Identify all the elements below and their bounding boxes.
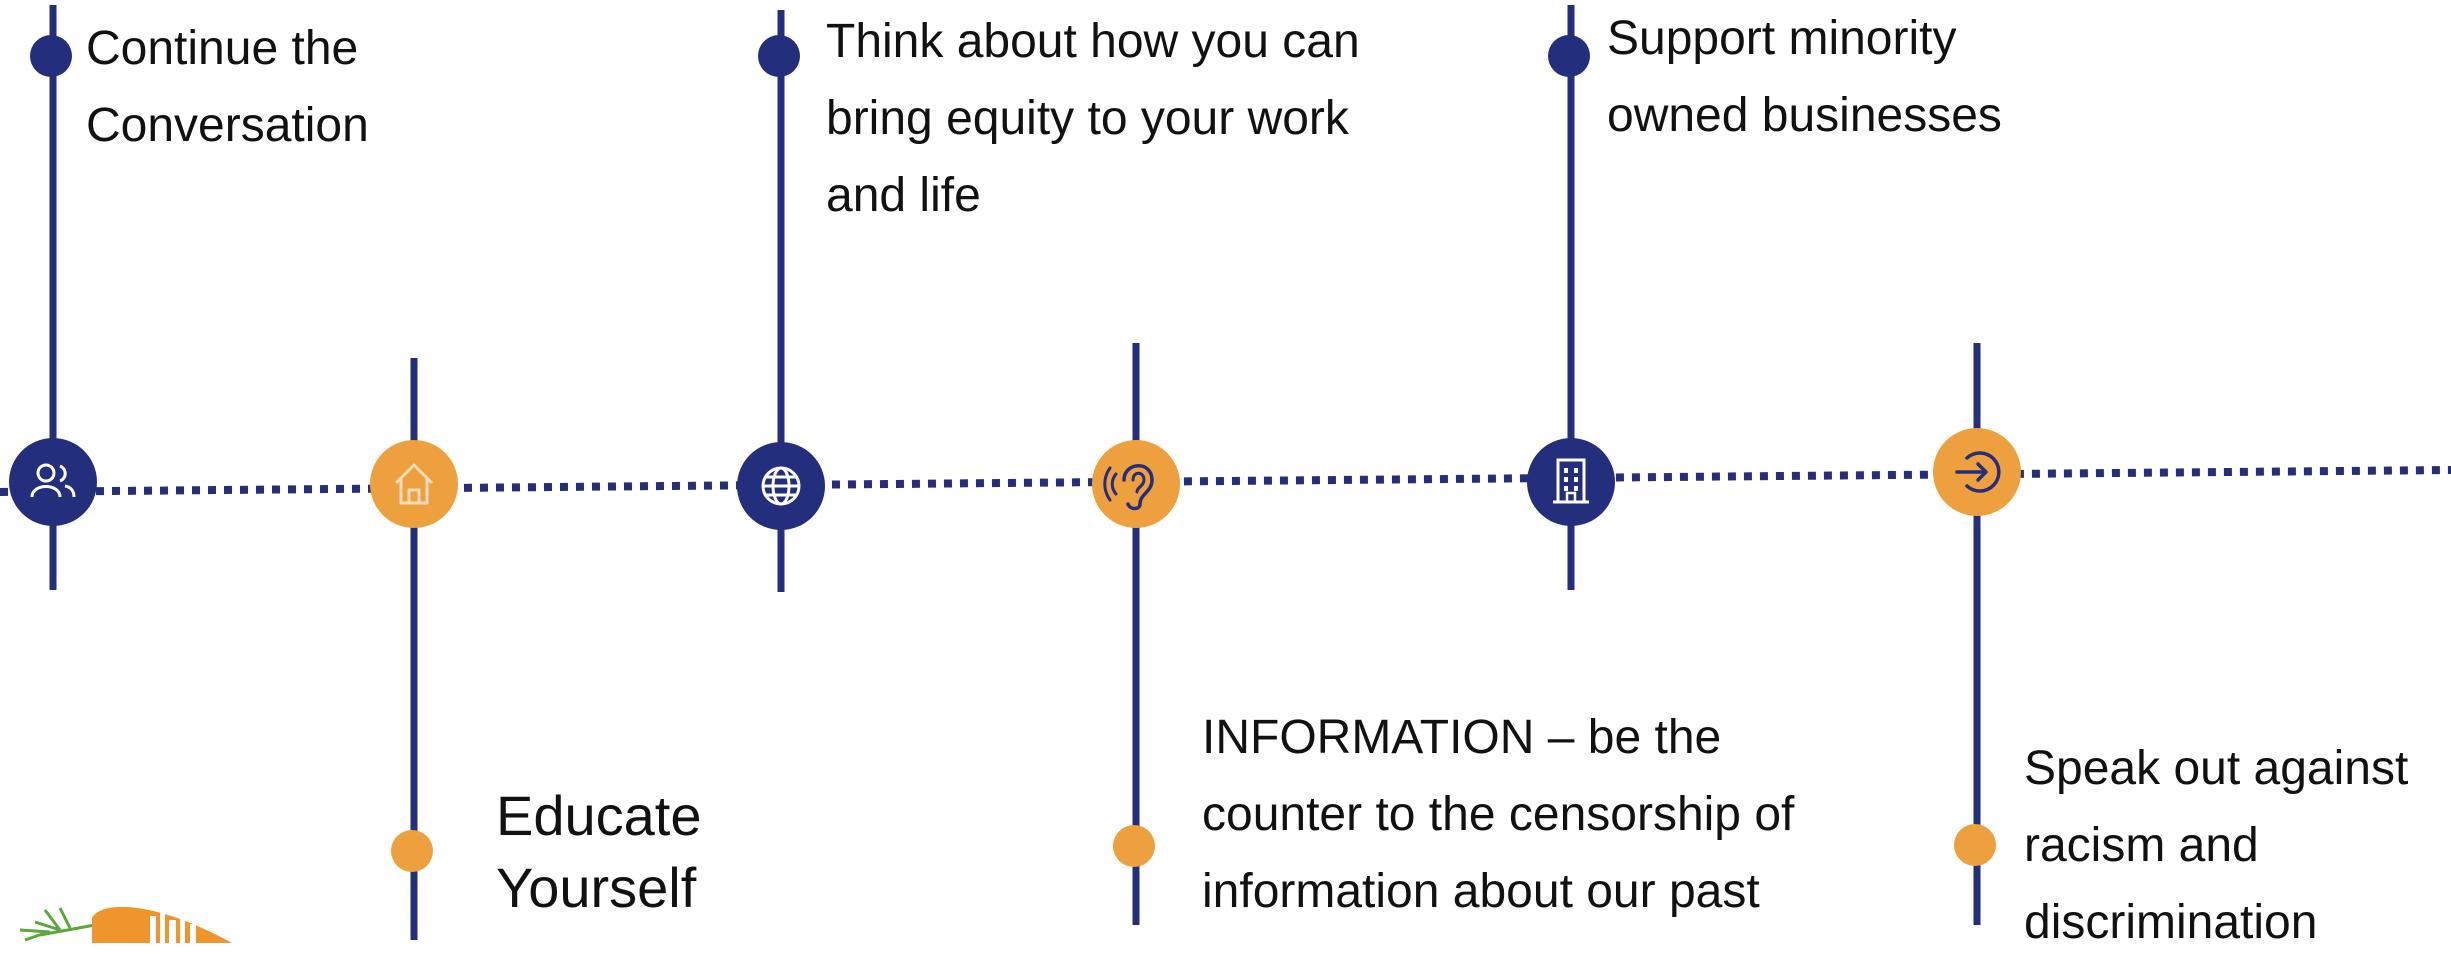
timeline-dot-speak bbox=[1954, 824, 1996, 866]
timeline-dot-information bbox=[1113, 825, 1155, 867]
office-building-icon bbox=[1553, 458, 1589, 504]
timeline-node-educate bbox=[370, 440, 458, 528]
timeline-dotted-line bbox=[0, 466, 2451, 496]
step-label-support-businesses: Support minority owned businesses bbox=[1607, 12, 2002, 142]
step-label-educate-yourself: Educate Yourself bbox=[496, 784, 702, 919]
carrot-skyline-logo bbox=[19, 906, 232, 943]
timeline-dot-conversation bbox=[30, 35, 72, 77]
timeline-dot-businesses bbox=[1548, 35, 1590, 77]
step-label-equity: Think about how you can bring equity to … bbox=[826, 15, 1360, 222]
timeline-node-conversation bbox=[9, 438, 97, 526]
sign-in-arrow-icon bbox=[1955, 451, 2001, 493]
timeline-dot-equity bbox=[758, 35, 800, 77]
step-label-information: INFORMATION – be the counter to the cens… bbox=[1202, 711, 1795, 918]
timeline-node-businesses bbox=[1527, 438, 1615, 526]
step-label-speak-out: Speak out against racism and discriminat… bbox=[2024, 742, 2409, 949]
timeline-node-speak bbox=[1933, 428, 2021, 516]
home-icon bbox=[394, 463, 434, 505]
step-label-continue-conversation: Continue the Conversation bbox=[86, 22, 369, 152]
timeline-node-information bbox=[1092, 440, 1180, 528]
timeline-node-equity bbox=[737, 442, 825, 530]
ear-icon bbox=[1103, 464, 1154, 511]
timeline-dot-educate bbox=[391, 830, 433, 872]
globe-icon bbox=[761, 466, 801, 506]
people-icon bbox=[30, 463, 76, 498]
